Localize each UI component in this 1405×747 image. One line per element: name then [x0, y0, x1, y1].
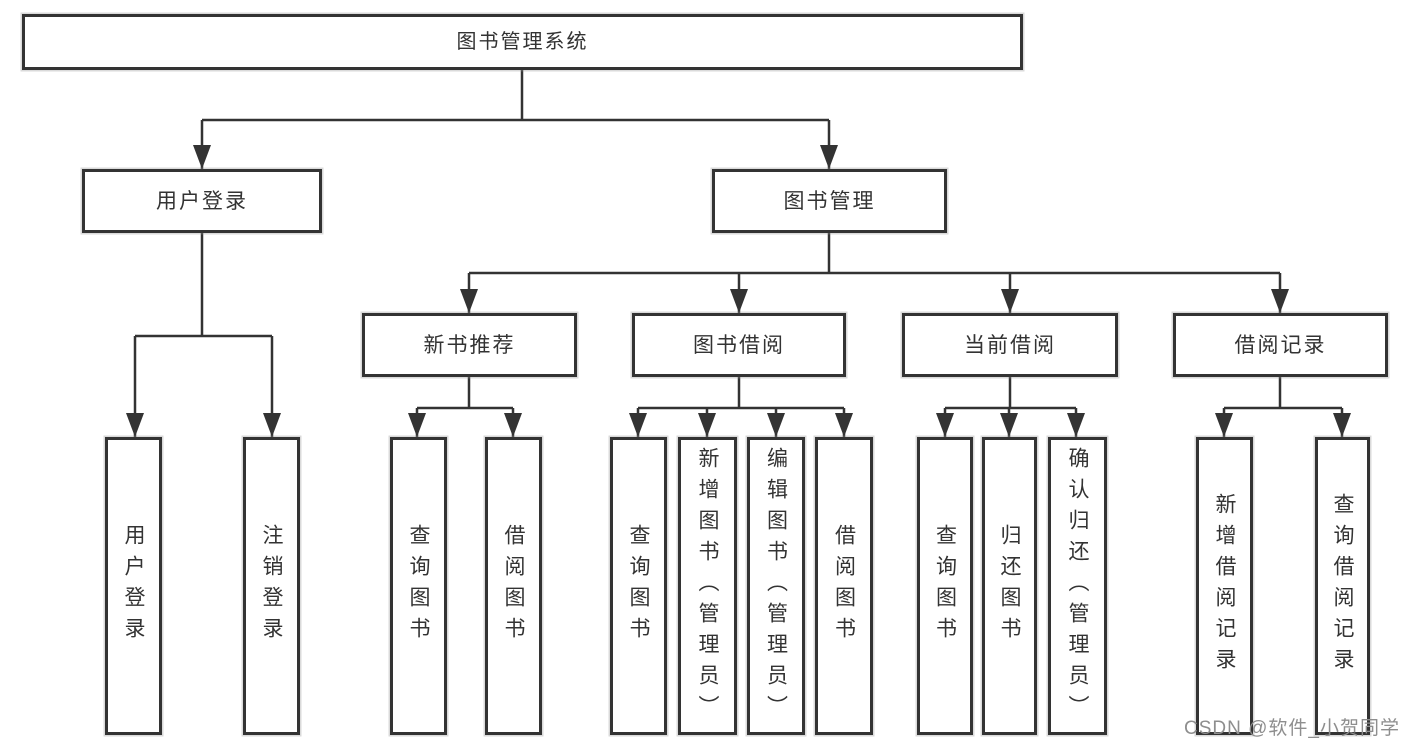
node-label: 新增图书（管理员） [696, 446, 719, 726]
node-label: 查询图书 [627, 524, 650, 648]
node-label: 新书推荐 [423, 333, 516, 357]
leaf-borrow-books-1: 借阅图书 [485, 437, 542, 735]
node-label: 图书管理 [783, 189, 876, 213]
leaf-edit-books-admin: 编辑图书（管理员） [747, 437, 805, 735]
node-borrowing-records: 借阅记录 [1173, 313, 1388, 377]
leaf-return-books: 归还图书 [982, 437, 1037, 735]
node-label: 查询图书 [933, 524, 957, 648]
node-label: 用户登录 [122, 524, 145, 648]
leaf-query-borrow-record: 查询借阅记录 [1315, 437, 1370, 735]
leaf-user-login: 用户登录 [105, 437, 162, 735]
node-label: 当前借阅 [964, 333, 1056, 357]
leaf-query-books-3: 查询图书 [917, 437, 973, 735]
arrowheads [126, 145, 1351, 437]
node-label: 图书借阅 [693, 333, 785, 357]
leaf-borrow-books-2: 借阅图书 [815, 437, 873, 735]
node-label: 注销登录 [260, 524, 283, 648]
node-label: 查询图书 [407, 524, 430, 648]
leaf-add-books-admin: 新增图书（管理员） [678, 437, 737, 735]
leaf-query-books-1: 查询图书 [390, 437, 447, 735]
node-label: 新增借阅记录 [1213, 493, 1236, 679]
leaf-query-books-2: 查询图书 [610, 437, 667, 735]
node-label: 编辑图书（管理员） [764, 446, 788, 726]
node-user-login: 用户登录 [82, 169, 322, 233]
node-label: 图书管理系统 [456, 31, 589, 53]
leaf-logout: 注销登录 [243, 437, 300, 735]
node-current-borrowing: 当前借阅 [902, 313, 1118, 377]
node-new-book-recommend: 新书推荐 [362, 313, 577, 377]
node-label: 归还图书 [998, 524, 1021, 648]
node-label: 用户登录 [156, 189, 248, 213]
csdn-watermark: CSDN @软件_小贺同学 [1184, 718, 1400, 739]
node-book-management: 图书管理 [712, 169, 947, 233]
leaf-add-borrow-record: 新增借阅记录 [1196, 437, 1253, 735]
node-library-management-system: 图书管理系统 [22, 14, 1023, 70]
node-book-borrowing: 图书借阅 [632, 313, 846, 377]
node-label: 借阅记录 [1234, 333, 1327, 357]
leaf-confirm-return-admin: 确认归还（管理员） [1048, 437, 1107, 735]
node-label: 借阅图书 [502, 524, 525, 648]
node-label: 借阅图书 [832, 524, 856, 648]
node-label: 查询借阅记录 [1331, 493, 1354, 679]
node-label: 确认归还（管理员） [1066, 446, 1089, 726]
